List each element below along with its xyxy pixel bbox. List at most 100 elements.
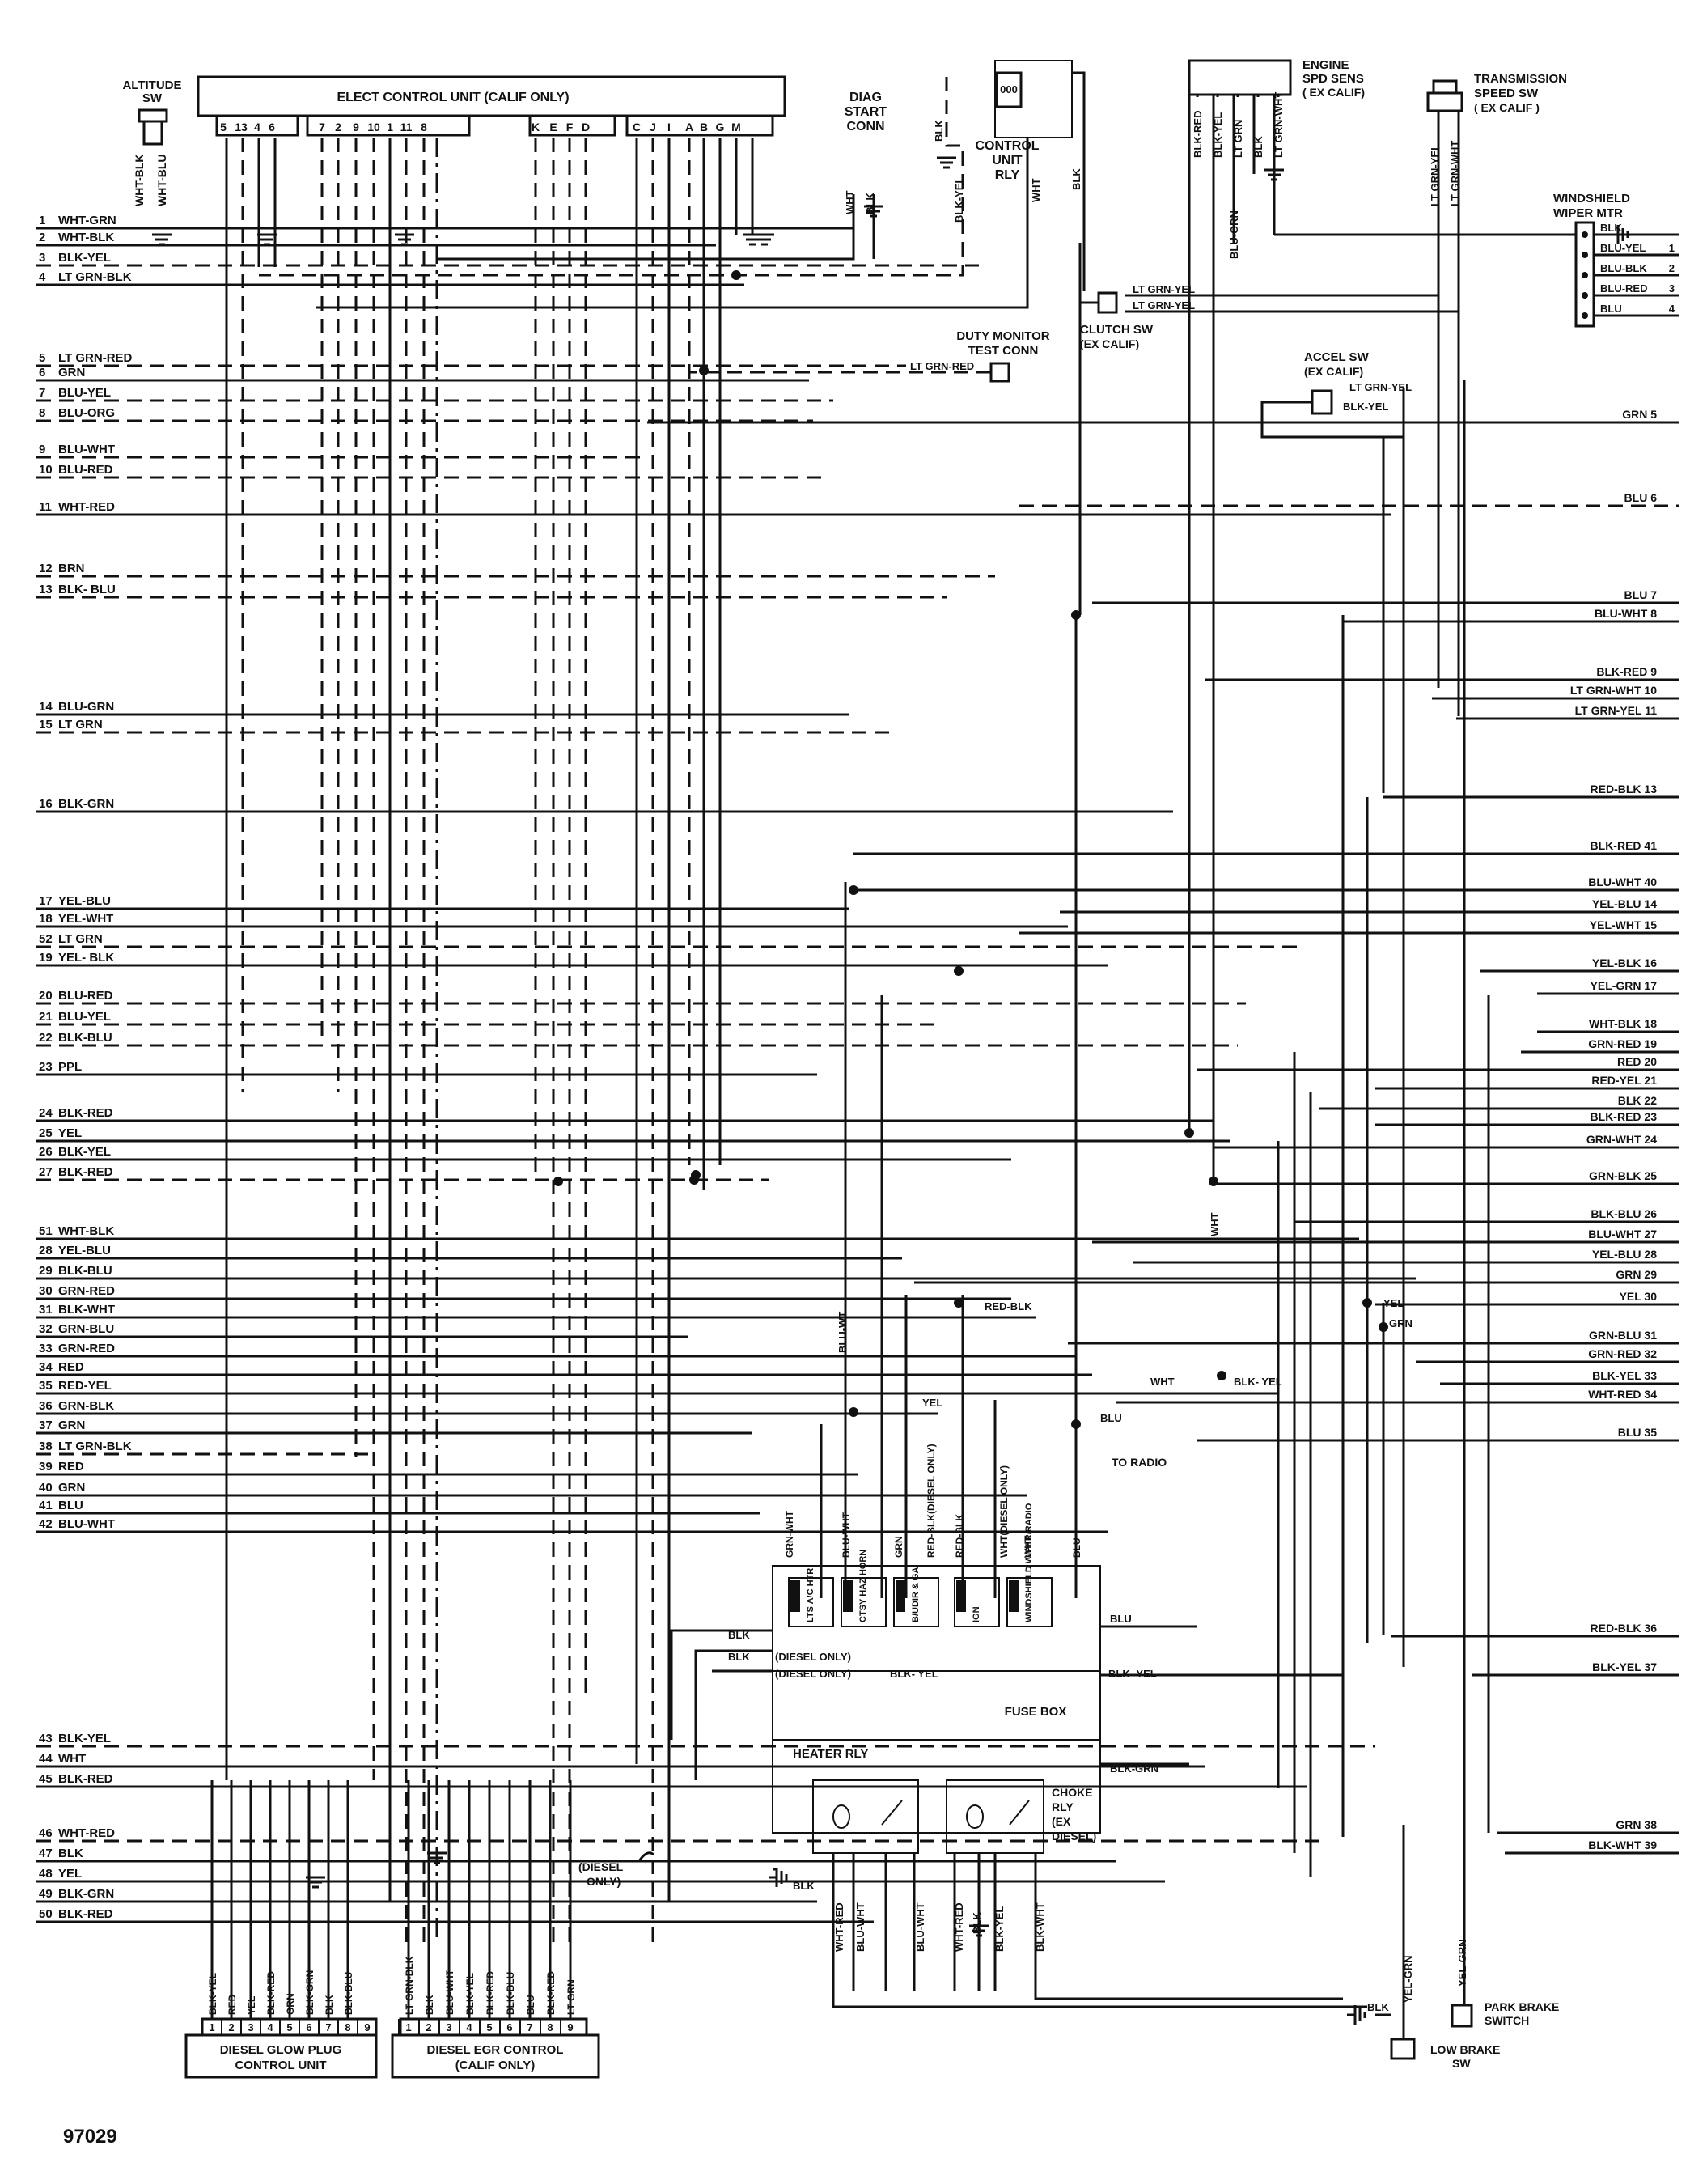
cu-rly-wire-c: WHT <box>1030 178 1042 202</box>
left-wire-number: 47 <box>39 1847 53 1860</box>
right-wire-label: YEL-WHT 15 <box>1590 918 1657 931</box>
left-wire-label: BLK-WHT <box>58 1303 115 1317</box>
left-wire-label: PPL <box>58 1060 82 1074</box>
accel-sw-label-1: ACCEL SW <box>1304 350 1370 364</box>
ecu-pin-7: 7 <box>319 121 325 134</box>
right-wire-label: BLK-YEL 37 <box>1592 1660 1657 1673</box>
ecu-pin-C: C <box>633 121 641 134</box>
egr-wire-label: BLK-RED <box>545 1971 557 2015</box>
fuse-top-wire-label: GRN <box>893 1536 904 1558</box>
left-wire-number: 35 <box>39 1379 53 1393</box>
splice-dot <box>1184 1128 1194 1138</box>
trans-route-b <box>1125 210 1460 313</box>
right-wire-label: BLK-BLU 26 <box>1591 1207 1657 1220</box>
left-wire-label: YEL <box>58 1867 82 1881</box>
altitude-sw-wire-b: WHT-BLU <box>155 154 168 206</box>
right-wire-label: BLU 6 <box>1624 491 1658 504</box>
ground-icon <box>864 205 883 218</box>
trans-spd-label-3: ( EX CALIF ) <box>1474 101 1540 114</box>
choke-rly-label-1: CHOKE <box>1052 1786 1093 1799</box>
left-wire-number: 25 <box>39 1126 53 1140</box>
ecu-pin-10: 10 <box>367 121 380 134</box>
fuse-label: CTSY HAZ HORN <box>858 1550 868 1622</box>
left-wire-number: 51 <box>39 1224 53 1238</box>
left-wire-label: GRN <box>58 1419 85 1432</box>
svg-text:000: 000 <box>1000 83 1018 95</box>
accel-wire-b: BLK-YEL <box>1343 401 1388 413</box>
left-wire-number: 44 <box>39 1752 53 1766</box>
wiper-pin-label: BLU-YEL <box>1600 242 1646 254</box>
duty-monitor-label-1: DUTY MONITOR <box>956 329 1049 343</box>
left-wire-label: LT GRN-RED <box>58 351 133 365</box>
ecu-pin-block-1 <box>215 114 299 137</box>
right-wire-label: BLU 35 <box>1618 1426 1657 1439</box>
left-wire-number: 4 <box>39 270 46 284</box>
clutch-wire-a: LT GRN-YEL <box>1133 283 1195 295</box>
wiper-mtr-label-2: WIPER MTR <box>1553 206 1623 220</box>
right-wire-17: YEL-GRN 17 <box>1537 979 1679 995</box>
right-wire-26: BLK-BLU 26 <box>1294 1207 1679 1223</box>
right-wire-6: BLU 6 <box>1019 491 1679 507</box>
egr-pin-1: 1 <box>405 2021 411 2033</box>
eng-spd-label-3: ( EX CALIF) <box>1302 86 1365 99</box>
right-wire-label: BLK-RED 23 <box>1591 1110 1658 1123</box>
left-wire-label: BLK-YEL <box>58 251 111 265</box>
right-wire-39: BLK-WHT 39 <box>1505 1838 1679 1855</box>
left-wire-label: BLK-RED <box>58 1106 113 1120</box>
glow-pin-6: 6 <box>306 2021 311 2033</box>
right-wire-7: BLU 7 <box>1092 588 1679 604</box>
trans-spd-wire-1: LT GRN-YEL <box>1429 144 1441 206</box>
fuse-blk-label-1: BLK <box>728 1629 750 1641</box>
cu-rly-route <box>259 77 964 277</box>
ecu-pin-13: 13 <box>235 121 248 134</box>
clutch-route <box>1078 301 1099 348</box>
right-wire-36: RED-BLK 36 <box>1391 1622 1679 1638</box>
control-unit-rly-coil <box>995 71 1023 108</box>
accel-switch: ACCEL SW (EX CALIF) LT GRN-YEL BLK-YEL <box>1304 350 1412 415</box>
left-wire-number: 23 <box>39 1060 53 1074</box>
fuse-top-wire-label: WHT(DIESEL ONLY) <box>998 1465 1010 1558</box>
egr-label-2: (CALIF ONLY) <box>455 2059 536 2072</box>
fuse-3: IGN <box>954 1577 1000 1627</box>
eng-spd-wire-label: BLK-YEL <box>1212 112 1224 158</box>
fuse-blu-label: BLU <box>1110 1613 1132 1625</box>
left-wire-label: WHT-RED <box>58 1826 115 1840</box>
right-wire-30: YEL 30 <box>1375 1290 1679 1306</box>
left-wire-label: LT GRN <box>58 718 103 732</box>
right-wire-label: RED-BLK 36 <box>1591 1622 1658 1635</box>
trans-spd-label-2: SPEED SW <box>1474 87 1539 100</box>
right-wire-14: YEL-BLU 14 <box>1060 897 1679 914</box>
right-wire-label: BLU 7 <box>1624 588 1658 601</box>
cu-rly-wire-a: BLK <box>933 120 945 142</box>
ecu-pin-E: E <box>549 121 557 134</box>
right-wire-label: YEL 30 <box>1620 1290 1658 1303</box>
left-wire-label: BLK- BLU <box>58 583 116 596</box>
glow-pin-4: 4 <box>267 2021 273 2033</box>
egr-pin-3: 3 <box>446 2021 451 2033</box>
left-wire-number: 34 <box>39 1360 53 1374</box>
glow-wire-label: BLK-GRN <box>304 1970 316 2015</box>
to-radio-wire: BLU <box>1100 1412 1122 1424</box>
choke-rly-contact <box>1009 1800 1030 1826</box>
egr-wire-label: BLK-YEL <box>464 1973 476 2015</box>
egr-pin-7: 7 <box>527 2021 532 2033</box>
low-brake-label-1: LOW BRAKE <box>1430 2043 1500 2056</box>
glow-wire-label: GRN <box>285 1993 296 2015</box>
choke-rly-label-4: DIESEL) <box>1052 1830 1096 1843</box>
left-wire-label: BLK-YEL <box>58 1732 111 1745</box>
right-wire-label: YEL-BLU 14 <box>1592 897 1657 910</box>
wht-vertical-label: WHT <box>1209 1212 1221 1236</box>
